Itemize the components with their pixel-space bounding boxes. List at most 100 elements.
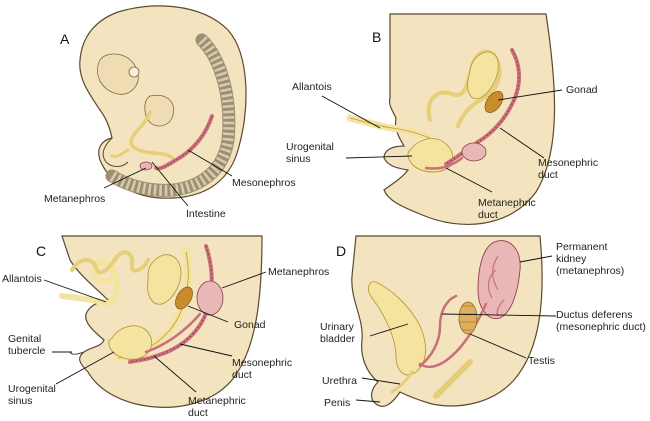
gut-mass-b [467, 51, 499, 100]
label-d-ductus-deferens-line1: Ductus deferens [556, 309, 632, 321]
leader-c-allantois [43, 279, 107, 303]
ductus-deferens-d [418, 294, 458, 368]
label-b-mesonephric-duct-line2: duct [538, 169, 558, 181]
label-c-genital-tubercle-line2: tubercle [8, 345, 46, 357]
leader-d-penis [355, 399, 381, 403]
mesonephros-b-tubules [445, 49, 520, 165]
label-d-ductus-deferens-line2: (mesonephric duct) [556, 321, 646, 333]
testis-lobules-d [460, 305, 476, 331]
label-c-genital-tubercle-line1: Genital [8, 333, 41, 345]
limb-bud [144, 94, 175, 127]
label-d-permanent-kidney-line1: Permanent [556, 241, 607, 253]
panel-a: A Metanephros Mesonephros Intestine [44, 5, 296, 220]
leader-d-testis [469, 333, 527, 359]
urinary-bladder-d [368, 281, 426, 376]
label-d-urinary-bladder-line1: Urinary [320, 321, 355, 333]
label-b-mesonephric-duct-line1: Mesonephric [538, 157, 598, 169]
label-d-testis: Testis [528, 355, 555, 367]
leader-c-metanephros [221, 271, 267, 289]
metanephric-duct-c [144, 312, 202, 354]
embryo-eye [128, 66, 140, 78]
label-c-mesonephric-duct: Mesonephric duct [232, 357, 295, 381]
panel-d-letter: D [336, 243, 346, 259]
leader-c-urogenital-sinus [55, 351, 115, 385]
panel-c: C Metanephros Allantois Gonad Genital tu… [2, 235, 329, 419]
hindgut-b [426, 49, 502, 128]
permanent-kidney-d [477, 240, 521, 320]
leader-c-metanephric-duct [153, 355, 197, 393]
allantois-b-outline [349, 117, 431, 139]
leader-d-urinary-bladder [369, 323, 409, 337]
allantois-tube [110, 148, 130, 158]
label-b-metanephric-duct-line1: Metanephric [478, 197, 536, 209]
label-b-mesonephric-duct: Mesonephric duct [538, 157, 601, 181]
label-b-urogenital-sinus: Urogenital sinus [286, 141, 337, 165]
label-c-mesonephric-duct-line1: Mesonephric [232, 357, 292, 369]
label-c-metanephric-duct-line1: Metanephric [188, 395, 246, 407]
label-c-urogenital-sinus: Urogenital sinus [8, 383, 59, 407]
panel-b-tissue [383, 13, 556, 225]
leader-d-permanent-kidney [519, 255, 553, 263]
metanephros-bud [139, 161, 153, 171]
panel-b-letter: B [372, 29, 381, 45]
label-d-permanent-kidney-line2: kidney [556, 253, 587, 265]
leader-d-urethra [361, 377, 401, 385]
label-b-metanephric-duct-line2: duct [478, 209, 498, 221]
label-c-gonad: Gonad [234, 319, 266, 331]
rectum-d [433, 359, 473, 399]
label-a-metanephros: Metanephros [44, 193, 105, 205]
metanephros-b [461, 142, 487, 162]
metanephric-duct-b [424, 156, 464, 170]
panel-c-letter: C [36, 243, 46, 259]
label-d-urethra: Urethra [322, 375, 357, 387]
gonad-b [484, 91, 504, 113]
label-c-metanephric-duct: Metanephric duct [188, 395, 249, 419]
leader-b-allantois [321, 95, 381, 129]
intestine-tube [129, 110, 176, 162]
metanephros-c [196, 280, 224, 316]
urogenital-sinus-c [108, 325, 153, 360]
leader-d-ductus-deferens [441, 313, 557, 317]
gut-mass-c [147, 254, 182, 305]
intestine-loops-c [70, 250, 150, 275]
label-d-penis: Penis [324, 397, 350, 409]
leader-a-mesonephros [187, 149, 233, 177]
label-c-mesonephric-duct-line2: duct [232, 369, 252, 381]
urethra-d [390, 370, 414, 394]
leader-b-urogenital-sinus [345, 155, 413, 159]
leader-a-metanephros [103, 167, 147, 189]
label-c-urogenital-sinus-line2: sinus [8, 395, 33, 407]
label-d-urinary-bladder-line2: bladder [320, 333, 356, 345]
label-d-permanent-kidney: Permanent kidney (metanephros) [556, 241, 624, 277]
embryo-tail [102, 137, 129, 167]
label-b-metanephric-duct: Metanephric duct [478, 197, 539, 221]
label-b-gonad: Gonad [566, 84, 598, 96]
leader-b-mesonephric-duct [499, 127, 545, 159]
panel-d: D Permanent kidney (metanephros) Urinary… [320, 235, 646, 409]
somite-segments [109, 36, 235, 196]
label-b-urogenital-sinus-line1: Urogenital [286, 141, 334, 153]
label-c-metanephros: Metanephros [268, 266, 329, 278]
mesonephros-structure [154, 114, 214, 171]
leader-a-intestine [151, 161, 189, 207]
panel-a-letter: A [60, 31, 70, 47]
label-c-urogenital-sinus-line1: Urogenital [8, 383, 56, 395]
leader-b-gonad [497, 89, 563, 101]
label-c-genital-tubercle: Genital tubercle [8, 333, 46, 357]
panel-b: B Allantois Urogenital sinus Gonad Meson… [286, 13, 601, 225]
label-b-urogenital-sinus-line2: sinus [286, 153, 311, 165]
label-c-allantois: Allantois [2, 273, 42, 285]
label-c-metanephric-duct-line2: duct [188, 407, 208, 419]
leader-b-metanephric-duct [445, 167, 493, 193]
leader-c-gonad [187, 305, 229, 323]
label-b-allantois: Allantois [292, 81, 332, 93]
genital-tubercle-c [69, 351, 85, 355]
label-d-ductus-deferens: Ductus deferens (mesonephric duct) [556, 309, 646, 333]
label-a-intestine: Intestine [186, 208, 226, 220]
label-d-urinary-bladder: Urinary bladder [320, 321, 357, 345]
label-d-permanent-kidney-line3: (metanephros) [556, 265, 624, 277]
testis-d [458, 301, 478, 335]
label-a-mesonephros: Mesonephros [232, 177, 296, 189]
gonad-c [175, 286, 193, 310]
